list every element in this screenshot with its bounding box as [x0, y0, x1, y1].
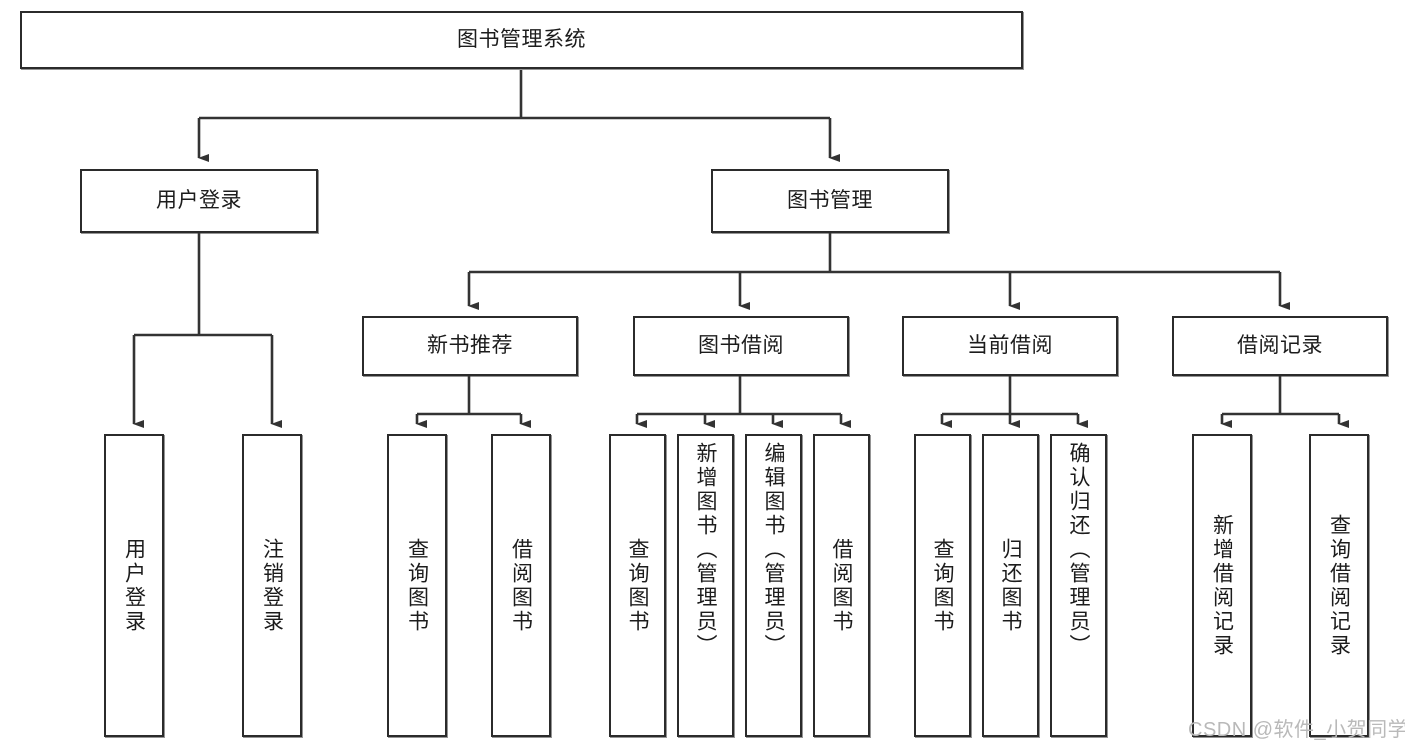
node-label: 图书管理 — [787, 189, 873, 213]
node-current-borrow[interactable]: 当前借阅 — [902, 316, 1118, 376]
leaf-borrow-query-book[interactable]: 查询图书 — [609, 434, 666, 737]
leaf-new-book-query[interactable]: 查询图书 — [387, 434, 447, 737]
leaf-current-confirm-return-admin[interactable]: 确认归还（管理员） — [1050, 434, 1107, 737]
leaf-user-login-logout[interactable]: 注销登录 — [242, 434, 302, 737]
leaf-current-query-book[interactable]: 查询图书 — [914, 434, 971, 737]
leaf-borrow-edit-book-admin[interactable]: 编辑图书（管理员） — [745, 434, 802, 737]
leaf-records-query-record[interactable]: 查询借阅记录 — [1309, 434, 1369, 737]
node-label: 借阅记录 — [1237, 334, 1323, 358]
node-user-login[interactable]: 用户登录 — [80, 169, 318, 233]
node-label: 确认归还（管理员） — [1067, 442, 1090, 658]
node-book-management[interactable]: 图书管理 — [711, 169, 949, 233]
node-label: 归还图书 — [999, 537, 1022, 634]
node-label: 注销登录 — [260, 537, 284, 634]
node-label: 借阅图书 — [509, 537, 533, 634]
leaf-borrow-borrow-book[interactable]: 借阅图书 — [813, 434, 870, 737]
leaf-current-return-book[interactable]: 归还图书 — [982, 434, 1039, 737]
node-label: 查询借阅记录 — [1327, 513, 1351, 658]
node-label: 新增借阅记录 — [1210, 513, 1234, 658]
node-label: 查询图书 — [931, 537, 954, 634]
node-label: 新书推荐 — [427, 334, 513, 358]
node-label: 查询图书 — [405, 537, 429, 634]
node-label: 查询图书 — [626, 537, 649, 634]
leaf-new-book-borrow[interactable]: 借阅图书 — [491, 434, 551, 737]
leaf-records-add-record[interactable]: 新增借阅记录 — [1192, 434, 1252, 737]
leaf-user-login-login[interactable]: 用户登录 — [104, 434, 164, 737]
node-label: 图书借阅 — [698, 334, 784, 358]
leaf-borrow-add-book-admin[interactable]: 新增图书（管理员） — [677, 434, 734, 737]
node-label: 借阅图书 — [830, 537, 853, 634]
node-label: 用户登录 — [156, 189, 242, 213]
watermark-text: CSDN @软件_小贺同学 — [1188, 719, 1405, 741]
node-label: 图书管理系统 — [457, 28, 586, 52]
node-new-book-recommend[interactable]: 新书推荐 — [362, 316, 578, 376]
node-label: 新增图书（管理员） — [694, 442, 717, 658]
node-label: 编辑图书（管理员） — [762, 442, 785, 658]
node-borrow-records[interactable]: 借阅记录 — [1172, 316, 1388, 376]
node-root-system[interactable]: 图书管理系统 — [20, 11, 1023, 69]
node-book-borrow[interactable]: 图书借阅 — [633, 316, 849, 376]
node-label: 当前借阅 — [967, 334, 1053, 358]
node-label: 用户登录 — [122, 537, 146, 634]
